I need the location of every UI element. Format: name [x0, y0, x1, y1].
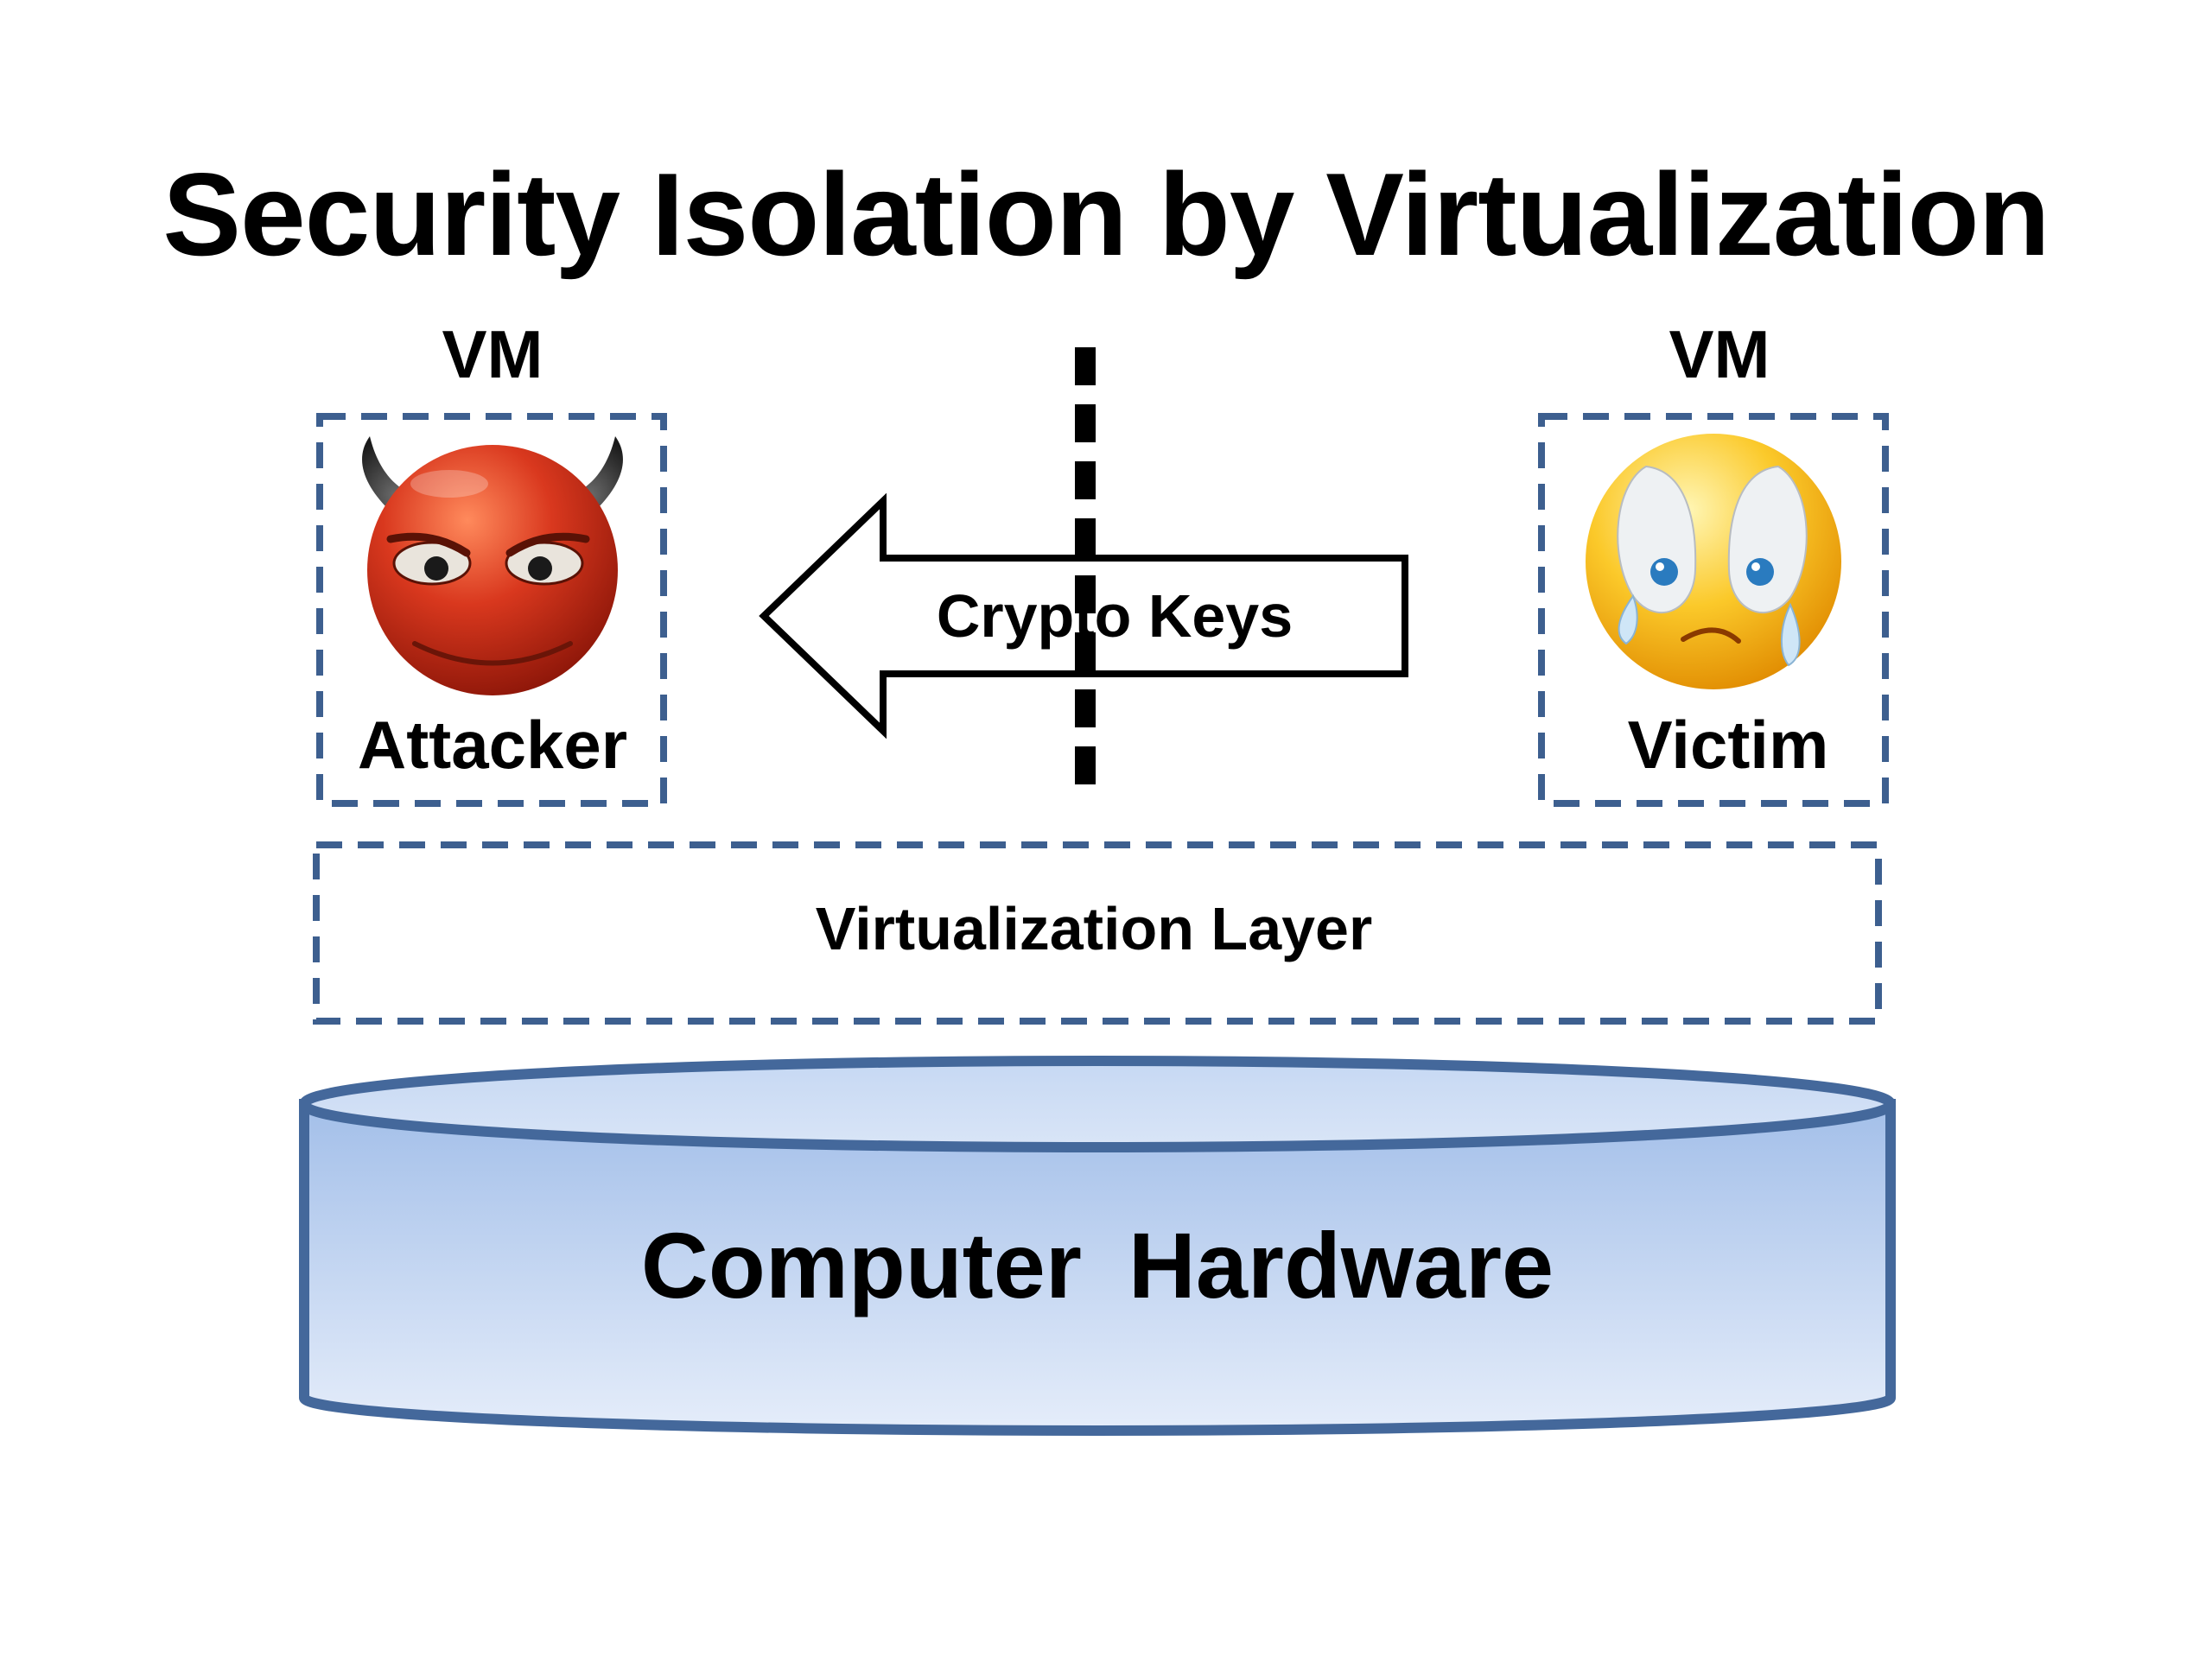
- hardware-label: Computer Hardware: [640, 1213, 1554, 1317]
- victim-vm-box: [1538, 413, 1889, 807]
- hardware-cylinder: [299, 1056, 1896, 1436]
- slide-title: Security Isolation by Virtualization: [162, 149, 2050, 280]
- crypto-keys-arrow: [759, 492, 1408, 739]
- victim-label: Victim: [1627, 707, 1829, 783]
- attacker-vm-box: [316, 413, 667, 807]
- attacker-label: Attacker: [357, 707, 628, 783]
- devil-face-icon: [362, 436, 623, 695]
- crying-face-icon: [1586, 434, 1841, 689]
- attacker-vm-header: VM: [442, 316, 543, 392]
- victim-vm-header: VM: [1669, 316, 1770, 392]
- virtualization-layer-label: Virtualization Layer: [815, 895, 1373, 962]
- crypto-keys-label: Crypto Keys: [936, 582, 1294, 650]
